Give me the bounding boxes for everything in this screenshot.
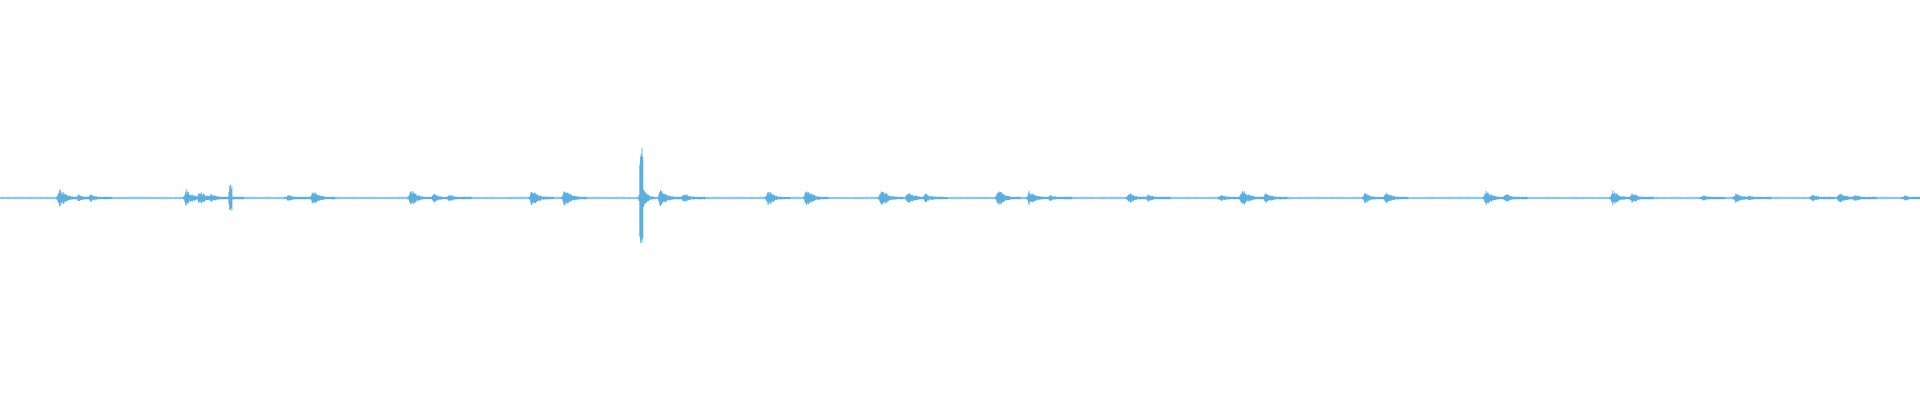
waveform-burst bbox=[528, 192, 555, 205]
waveform-burst bbox=[1261, 192, 1288, 203]
waveform-burst bbox=[1501, 194, 1528, 202]
waveform-spike bbox=[637, 148, 656, 243]
waveform-burst bbox=[994, 191, 1021, 205]
waveform-burst bbox=[657, 190, 683, 206]
waveform-burst bbox=[1851, 195, 1877, 201]
waveform-burst bbox=[1901, 195, 1920, 201]
waveform-spike bbox=[226, 184, 245, 211]
waveform-burst bbox=[86, 194, 113, 202]
waveform-burst bbox=[680, 194, 706, 202]
waveform-burst bbox=[877, 191, 904, 205]
waveform-burst bbox=[407, 190, 434, 205]
waveform-layer bbox=[0, 148, 1920, 243]
waveform-burst bbox=[284, 195, 311, 201]
waveform-burst bbox=[1628, 193, 1655, 204]
waveform-burst bbox=[309, 192, 336, 204]
waveform-burst bbox=[561, 191, 587, 206]
waveform-burst bbox=[1699, 195, 1726, 201]
waveform-burst bbox=[1382, 192, 1409, 204]
waveform-burst bbox=[1238, 190, 1265, 205]
waveform-burst bbox=[445, 195, 472, 202]
waveform-burst bbox=[1745, 195, 1772, 201]
waveform-burst bbox=[1046, 195, 1073, 202]
waveform-burst bbox=[921, 193, 948, 203]
waveform-burst bbox=[764, 192, 791, 206]
waveform-burst bbox=[1144, 194, 1171, 202]
waveform-burst bbox=[1809, 194, 1835, 202]
waveform-burst bbox=[802, 191, 829, 206]
